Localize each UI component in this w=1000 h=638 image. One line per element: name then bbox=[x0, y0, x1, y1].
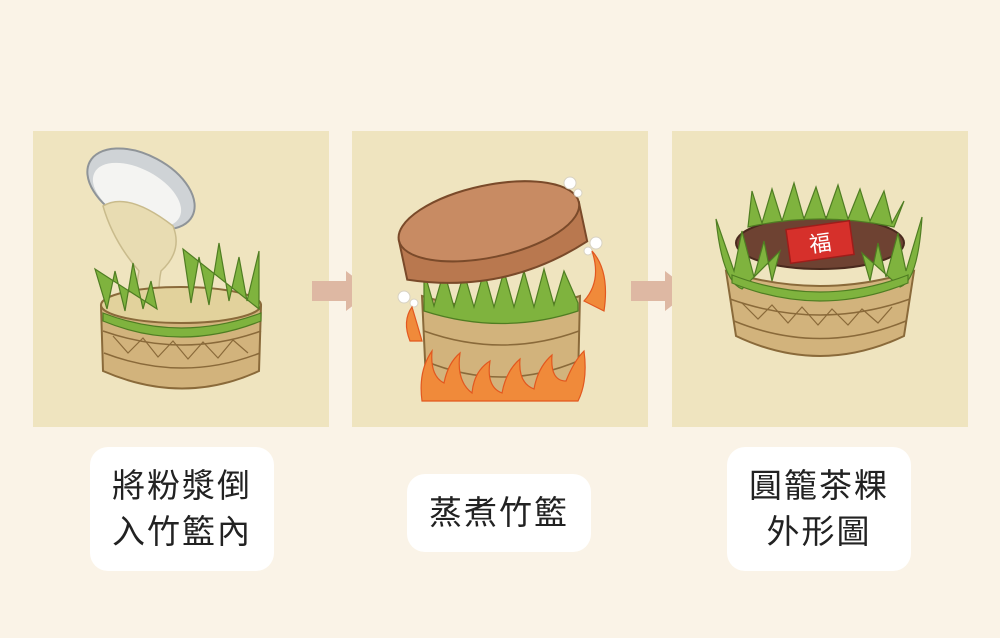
caption-line: 圓籠茶粿 bbox=[749, 463, 889, 509]
pouring-batter-icon bbox=[33, 131, 329, 427]
caption-line: 蒸煮竹籃 bbox=[429, 490, 569, 536]
step3-illustration: 福 bbox=[672, 131, 968, 427]
step3-caption: 圓籠茶粿 外形圖 bbox=[727, 447, 911, 571]
finished-cake-icon: 福 bbox=[672, 131, 968, 427]
caption-line: 將粉漿倒 bbox=[112, 463, 252, 509]
step2-caption: 蒸煮竹籃 bbox=[407, 474, 591, 552]
step1-caption: 將粉漿倒 入竹籃內 bbox=[90, 447, 274, 571]
steaming-basket-icon bbox=[352, 131, 648, 427]
step2-illustration bbox=[352, 131, 648, 427]
caption-line: 外形圖 bbox=[749, 509, 889, 555]
step1-illustration bbox=[33, 131, 329, 427]
caption-line: 入竹籃內 bbox=[112, 509, 252, 555]
seal-text: 福 bbox=[808, 231, 833, 259]
